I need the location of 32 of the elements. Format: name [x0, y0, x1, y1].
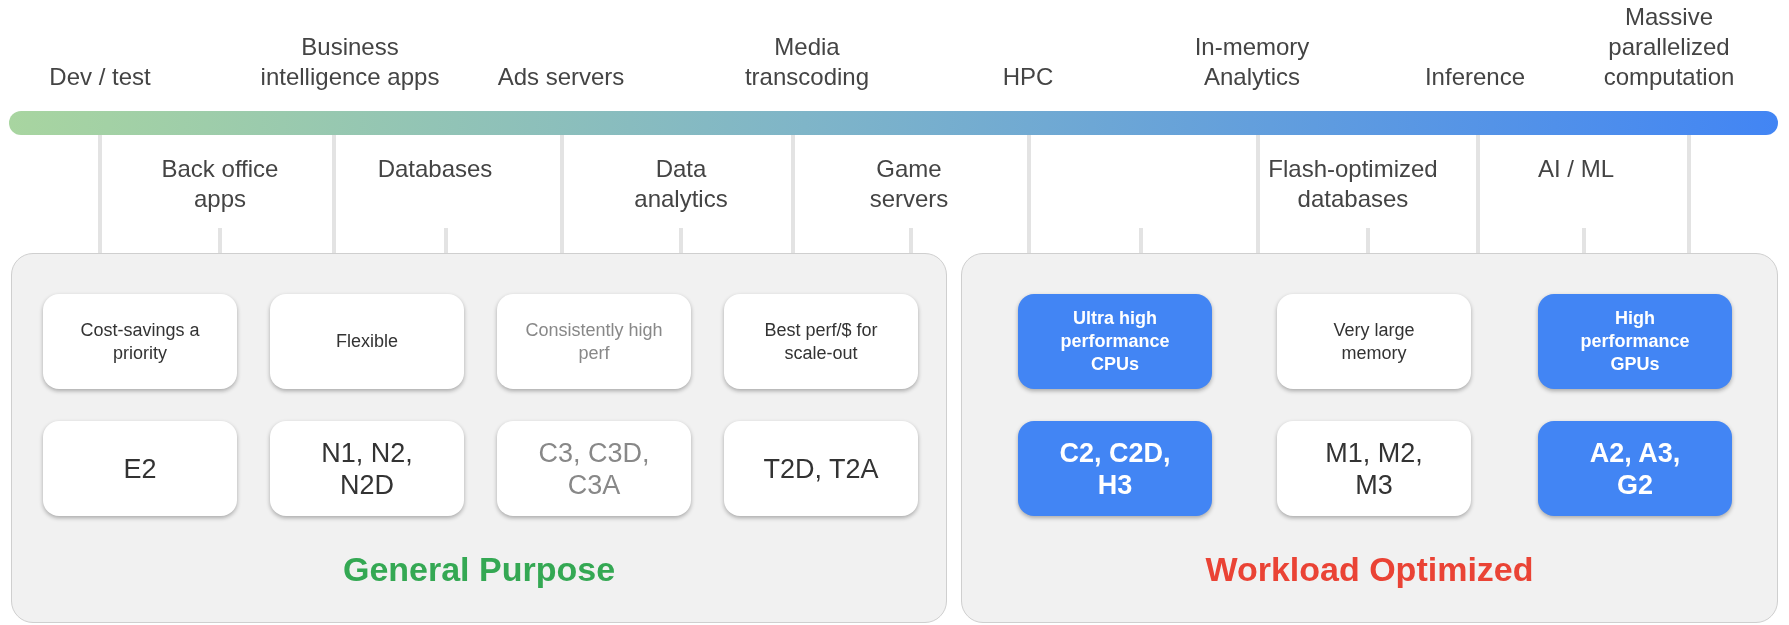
workload-label: Media transcoding	[743, 32, 871, 92]
workload-label: Ads servers	[496, 62, 626, 92]
workload-label: Flash-optimized databases	[1267, 154, 1439, 214]
category-card: C3, C3D, C3A	[497, 421, 691, 516]
workload-label: Inference	[1423, 62, 1527, 92]
workload-label: AI / ML	[1537, 154, 1615, 184]
workload-label: HPC	[1001, 62, 1055, 92]
category-card: E2	[43, 421, 237, 516]
panel-title: General Purpose	[341, 550, 617, 589]
panel-title: Workload Optimized	[1204, 550, 1535, 589]
panel-background	[961, 253, 1778, 623]
category-card: Cost-savings a priority	[43, 294, 237, 389]
category-card: Ultra high performance CPUs	[1018, 294, 1212, 389]
category-card: Flexible	[270, 294, 464, 389]
workload-label: Databases	[376, 154, 494, 184]
category-card: Best perf/$ for scale-out	[724, 294, 918, 389]
workload-label: Data analytics	[633, 154, 729, 214]
workload-label: In-memory Analytics	[1193, 32, 1311, 92]
workload-label: Game servers	[868, 154, 950, 214]
workload-label: Business intelligence apps	[259, 32, 441, 92]
category-card: T2D, T2A	[724, 421, 918, 516]
category-card: N1, N2, N2D	[270, 421, 464, 516]
panel-background	[11, 253, 947, 623]
category-card: Consistently high perf	[497, 294, 691, 389]
category-card: C2, C2D, H3	[1018, 421, 1212, 516]
category-card: Very large memory	[1277, 294, 1471, 389]
category-card: A2, A3, G2	[1538, 421, 1732, 516]
workload-label: Back office apps	[160, 154, 280, 214]
category-card: High performance GPUs	[1538, 294, 1732, 389]
workload-label: Massive parallelized computation	[1602, 2, 1736, 92]
category-card: M1, M2, M3	[1277, 421, 1471, 516]
workload-label: Dev / test	[48, 62, 152, 92]
